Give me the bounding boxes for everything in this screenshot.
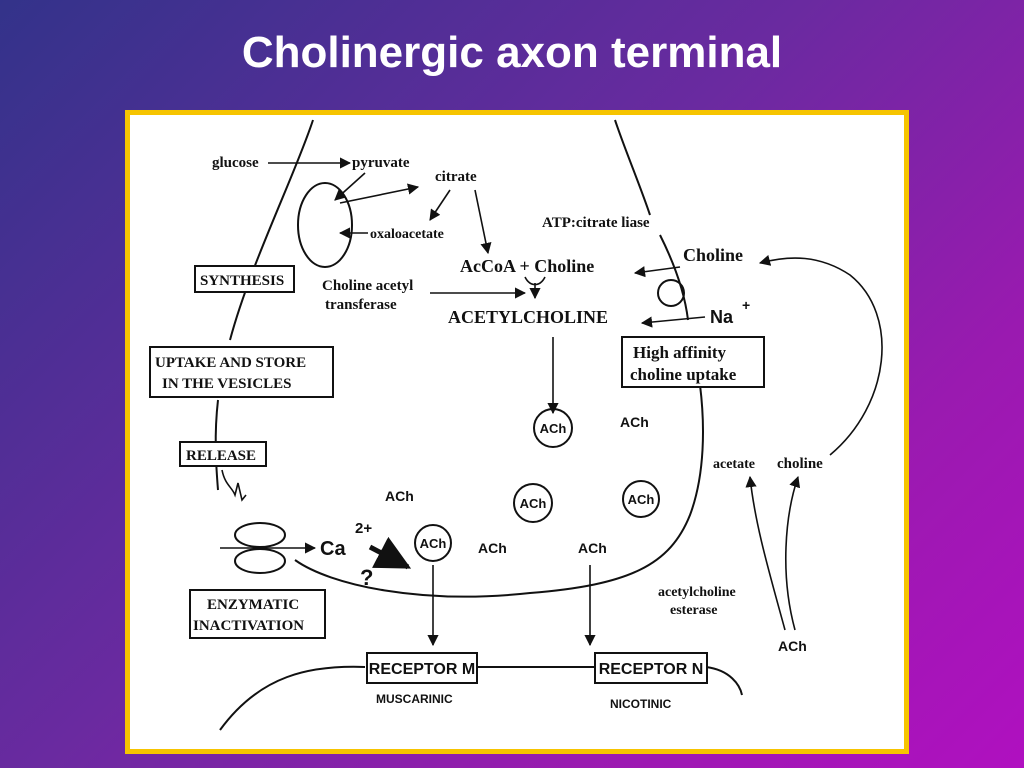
oxaloacetate-arrow-in bbox=[429, 189, 451, 221]
question-mark: ? bbox=[360, 565, 373, 590]
esterase-line2: esterase bbox=[670, 603, 717, 618]
accoa-choline-label: AcCoA + Choline bbox=[460, 256, 594, 276]
release-box bbox=[179, 441, 267, 467]
choline-acetyl-label: Choline acetyl bbox=[322, 278, 413, 294]
receptor-m-label: RECEPTOR M bbox=[369, 661, 475, 678]
uptake-line1: UPTAKE AND STORE bbox=[155, 355, 306, 371]
axon-membrane-left bbox=[229, 119, 314, 341]
ach-free-label: ACh bbox=[578, 540, 607, 556]
vesicle: ACh bbox=[622, 480, 660, 518]
ca-label: Ca bbox=[320, 538, 346, 560]
pyruvate-label: pyruvate bbox=[352, 155, 410, 171]
postsynaptic-membrane-right bbox=[705, 666, 743, 696]
high-affinity-line2: choline uptake bbox=[630, 365, 737, 384]
enzymatic-line1: ENZYMATIC bbox=[207, 597, 299, 613]
calcium-channel-upper bbox=[234, 522, 286, 548]
muscarinic-label: MUSCARINIC bbox=[376, 692, 453, 706]
calcium-action-arrow bbox=[368, 536, 412, 570]
vesicle: ACh bbox=[414, 524, 452, 562]
synthesis-box bbox=[194, 265, 295, 293]
release-label: RELEASE bbox=[186, 448, 256, 464]
choline-recycle-arrow bbox=[758, 254, 883, 456]
acetate-label: acetate bbox=[713, 457, 755, 472]
ach-free-label: ACh bbox=[620, 414, 649, 430]
na-label: Na bbox=[710, 307, 734, 327]
receptor-m-box bbox=[366, 652, 478, 684]
axon-membrane-right-lower bbox=[659, 234, 689, 321]
citrate-label: citrate bbox=[435, 169, 477, 185]
ach-free-label: ACh bbox=[385, 488, 414, 504]
acetylcholine-label: ACETYLCHOLINE bbox=[448, 307, 608, 327]
choline-transporter bbox=[657, 279, 685, 307]
oxaloacetate-label: oxaloacetate bbox=[370, 227, 444, 242]
ach-free-label: ACh bbox=[478, 540, 507, 556]
postsynaptic-membrane-left bbox=[219, 665, 366, 731]
enzymatic-box bbox=[189, 589, 326, 639]
ach-to-choline-arrow bbox=[785, 475, 801, 631]
synthesis-label: SYNTHESIS bbox=[200, 273, 284, 289]
ca-charge: 2+ bbox=[355, 520, 372, 537]
nicotinic-label: NICOTINIC bbox=[610, 697, 672, 711]
mitochondrion bbox=[297, 182, 353, 268]
receptor-n-box bbox=[594, 652, 708, 684]
svg-text:ACh: ACh bbox=[520, 496, 547, 511]
na-charge: + bbox=[742, 297, 750, 313]
diagram-frame: glucose pyruvate citrate oxaloacetate AT… bbox=[125, 110, 909, 754]
choline-bottom-label: choline bbox=[777, 456, 823, 472]
ach-synaptic-label: ACh bbox=[778, 638, 807, 654]
atp-citrate-liase-label: ATP:citrate liase bbox=[542, 215, 650, 231]
choline-top-label: Choline bbox=[683, 245, 743, 265]
uptake-line2: IN THE VESICLES bbox=[162, 376, 292, 392]
svg-text:ACh: ACh bbox=[628, 492, 655, 507]
esterase-line1: acetylcholine bbox=[658, 585, 736, 600]
slide-title: Cholinergic axon terminal bbox=[241, 28, 783, 77]
cholinergic-diagram: glucose pyruvate citrate oxaloacetate AT… bbox=[149, 119, 883, 731]
receptor-n-label: RECEPTOR N bbox=[599, 661, 704, 678]
vesicle: ACh bbox=[533, 408, 573, 448]
high-affinity-box bbox=[621, 336, 765, 388]
citrate-arrow bbox=[339, 183, 420, 204]
svg-text:ACh: ACh bbox=[540, 421, 567, 436]
vesicle: ACh bbox=[513, 483, 553, 523]
enzymatic-line2: INACTIVATION bbox=[193, 618, 304, 634]
uptake-box bbox=[149, 346, 334, 398]
choline-to-synthesis-arrow bbox=[633, 266, 681, 278]
axon-membrane-right bbox=[614, 119, 651, 216]
axon-membrane-bottom bbox=[294, 384, 704, 598]
release-spike bbox=[221, 469, 247, 502]
merge-arrow bbox=[525, 276, 545, 298]
citrate-to-accoa-arrow bbox=[474, 189, 492, 255]
svg-text:ACh: ACh bbox=[420, 536, 447, 551]
pyruvate-arrow bbox=[334, 172, 366, 201]
ach-to-acetate-arrow bbox=[745, 475, 786, 631]
transferase-label: transferase bbox=[325, 297, 397, 313]
high-affinity-line1: High affinity bbox=[633, 343, 727, 362]
calcium-channel-lower bbox=[234, 548, 286, 574]
na-arrow bbox=[640, 316, 706, 328]
glucose-label: glucose bbox=[212, 155, 259, 171]
